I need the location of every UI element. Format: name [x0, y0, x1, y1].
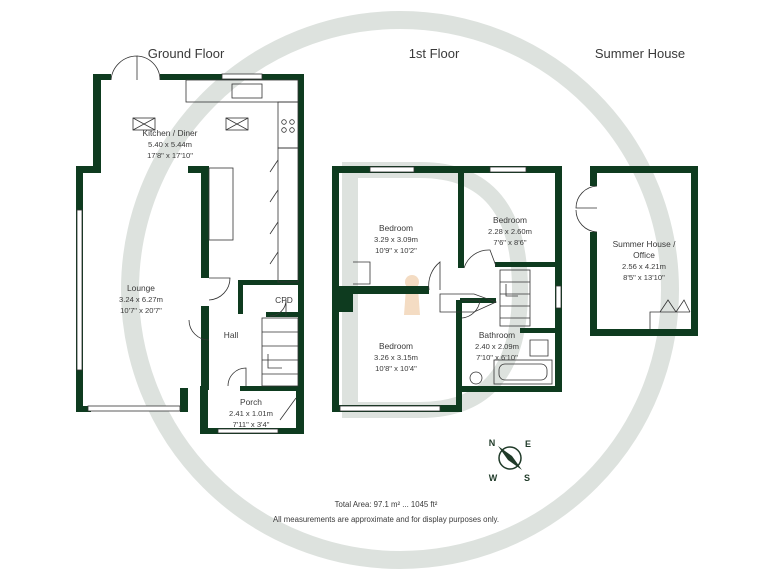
compass-e: E	[525, 439, 531, 449]
skylight-icon	[132, 117, 249, 131]
hall-name: Hall	[224, 330, 239, 340]
porch-metric: 2.41 x 1.01m	[229, 409, 273, 418]
bedroom3-name: Bedroom	[379, 341, 413, 351]
total-area: Total Area: 97.1 m² ... 1045 ft²	[335, 500, 438, 509]
ground-floor-title: Ground Floor	[148, 46, 225, 61]
summer-house-title: Summer House	[595, 46, 685, 61]
hob-icon	[281, 119, 295, 133]
bedroom3-imperial: 10'8" x 10'4"	[375, 364, 417, 373]
sink-basin-icon	[469, 371, 483, 385]
door-swing-icon	[208, 277, 231, 301]
kitchen-name: Kitchen / Diner	[143, 128, 198, 138]
porch-imperial: 7'11" x 3'4"	[233, 420, 270, 429]
bedroom2-metric: 2.28 x 2.60m	[488, 227, 532, 236]
first-floor-plan	[332, 166, 562, 412]
lounge-metric: 3.24 x 6.27m	[119, 295, 163, 304]
summerhouse-imperial: 8'5" x 13'10"	[623, 273, 665, 282]
bath-icon	[493, 359, 553, 385]
bedroom3-metric: 3.26 x 3.15m	[374, 353, 418, 362]
bedroom2-name: Bedroom	[493, 215, 527, 225]
compass-s: S	[524, 473, 530, 483]
first-floor-title: 1st Floor	[409, 46, 460, 61]
disclaimer: All measurements are approximate and for…	[273, 515, 499, 524]
lounge-name: Lounge	[127, 283, 155, 293]
sink-icon	[231, 83, 263, 99]
bathroom-metric: 2.40 x 2.09m	[475, 342, 519, 351]
bathroom-imperial: 7'10" x 6'10"	[476, 353, 518, 362]
compass-n: N	[489, 438, 496, 448]
bedroom2-imperial: 7'6" x 8'6"	[493, 238, 527, 247]
kitchen-imperial: 17'8" x 17'10"	[147, 151, 193, 160]
ground-floor-plan	[76, 55, 304, 434]
summer-house-plan	[575, 166, 698, 336]
compass-rose-icon	[498, 446, 522, 470]
summerhouse-name-2: Office	[633, 250, 655, 260]
summerhouse-metric: 2.56 x 4.21m	[622, 262, 666, 271]
toilet-icon	[529, 339, 549, 357]
kitchen-metric: 5.40 x 5.44m	[148, 140, 192, 149]
bedroom1-metric: 3.29 x 3.09m	[374, 235, 418, 244]
porch-name: Porch	[240, 397, 262, 407]
bathroom-name: Bathroom	[479, 330, 515, 340]
stair-arrow-icon	[267, 354, 282, 369]
lounge-imperial: 10'7" x 20'7"	[120, 306, 162, 315]
bedroom1-imperial: 10'9" x 10'2"	[375, 246, 417, 255]
summerhouse-name-1: Summer House /	[613, 239, 677, 249]
cpd-name: CPD	[275, 295, 293, 305]
bedroom1-name: Bedroom	[379, 223, 413, 233]
compass-w: W	[489, 473, 498, 483]
